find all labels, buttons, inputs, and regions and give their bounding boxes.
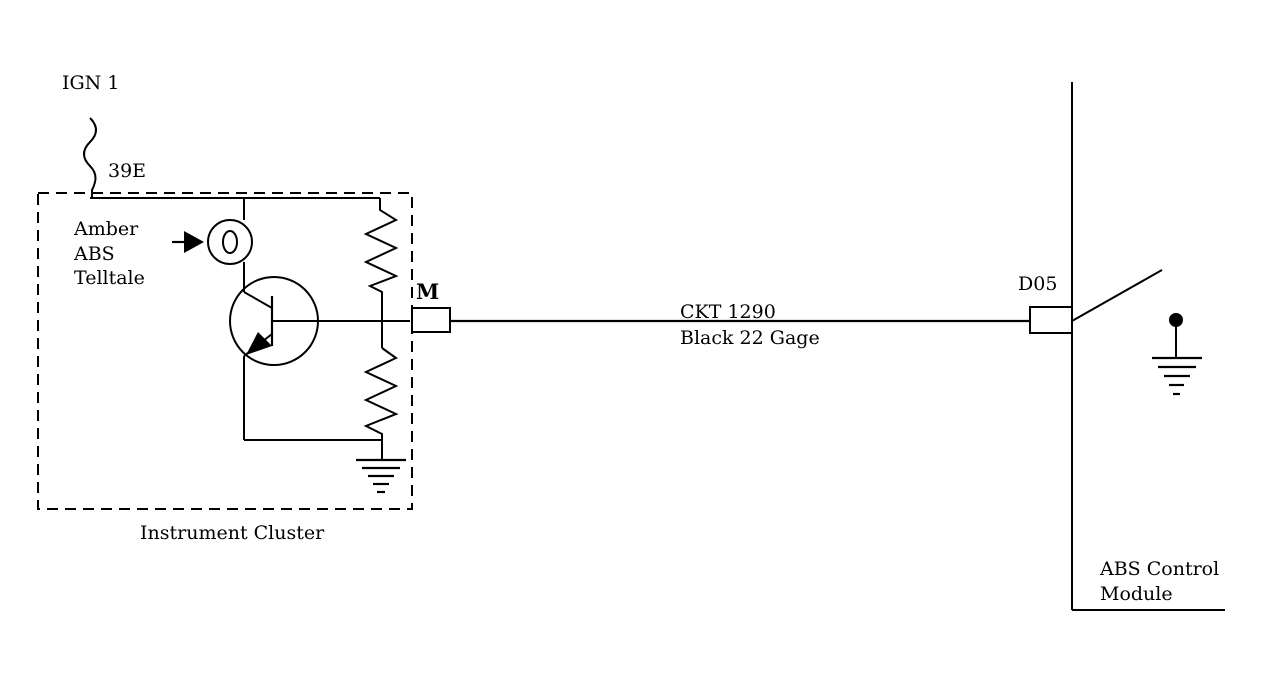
- instrument-cluster-boundary: [37, 192, 413, 510]
- connector-m-label: M: [416, 279, 439, 304]
- lamp-label-amber: Amber: [73, 218, 139, 240]
- lamp-label-abs: ABS: [73, 243, 115, 265]
- fuse-label: 39E: [108, 160, 146, 182]
- transistor: [229, 276, 410, 366]
- connector-d05: [1029, 306, 1073, 334]
- wire-spec-label: Black 22 Gage: [680, 327, 820, 349]
- ign1-label: IGN 1: [62, 72, 119, 94]
- circuit-number-label: CKT 1290: [680, 301, 776, 323]
- connector-d05-label: D05: [1018, 273, 1057, 295]
- lamp-label-telltale: Telltale: [74, 267, 145, 289]
- connector-m: [411, 307, 451, 333]
- lamp-indicator-arrow-icon: [172, 231, 204, 253]
- abs-module-label-line2: Module: [1100, 583, 1173, 605]
- cluster-ground-icon: [356, 458, 406, 494]
- resistor-lower: [363, 347, 399, 440]
- telltale-lamp: [207, 219, 253, 265]
- instrument-cluster-label: Instrument Cluster: [140, 522, 325, 544]
- module-ground-icon: [1152, 313, 1202, 396]
- fuse-symbol: [83, 117, 97, 198]
- module-switch: [1071, 269, 1163, 322]
- abs-module-label-line1: ABS Control: [1099, 558, 1219, 580]
- resistor-upper: [363, 198, 399, 306]
